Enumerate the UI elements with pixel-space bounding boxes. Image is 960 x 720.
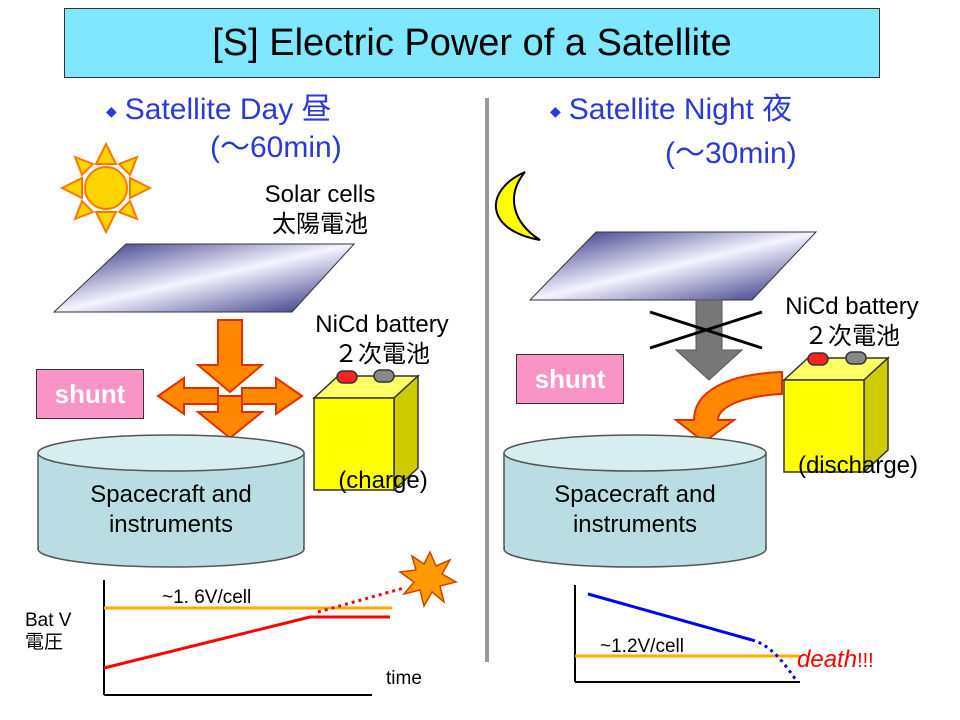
load-cylinder-day xyxy=(37,434,305,568)
y-label-en: Bat V xyxy=(25,610,72,631)
day-heading-duration: (〜60min) xyxy=(210,131,342,164)
day-y-axis-label: Bat V 電圧 xyxy=(25,610,71,654)
night-battery-label-jp: ２次電池 xyxy=(804,323,900,350)
blocked-solar-arrow xyxy=(674,299,744,381)
night-load-line2: instruments xyxy=(572,511,698,538)
night-heading: ◆ Satellite Night 夜 xyxy=(550,92,792,129)
time-axis-label: time xyxy=(386,668,422,689)
night-shunt-box: shunt xyxy=(516,354,624,404)
day-load-line2: instruments xyxy=(108,511,234,538)
night-voltage-label: ~1.2V/cell xyxy=(600,636,684,657)
solar-panel-day xyxy=(52,243,356,313)
night-battery-label: NiCd battery ２次電池 xyxy=(752,292,952,352)
page-title: [S] Electric Power of a Satellite xyxy=(212,21,732,64)
discharge-arrow xyxy=(673,370,783,444)
day-voltage-label: ~1. 6V/cell xyxy=(162,587,252,608)
day-charge-curve xyxy=(103,615,390,670)
night-heading-line1: Satellite Night 夜 xyxy=(568,93,793,126)
moon-icon xyxy=(495,171,541,241)
night-load-label: Spacecraft and instruments xyxy=(504,480,766,540)
night-discharge-curve xyxy=(587,592,753,642)
day-battery-label-en: NiCd battery xyxy=(315,311,449,338)
power-flow-arrows-day xyxy=(156,319,304,440)
night-shunt-label: shunt xyxy=(534,363,606,394)
day-heading-line1: Satellite Day 昼 xyxy=(124,93,332,126)
sun-icon xyxy=(59,141,153,235)
day-battery-label-jp: ２次電池 xyxy=(334,341,430,368)
diamond-bullet-icon: ◆ xyxy=(106,103,117,120)
night-death-curve xyxy=(751,638,798,681)
charge-label: (charge) xyxy=(338,467,428,494)
death-label: death!!! xyxy=(797,646,874,674)
day-shunt-label: shunt xyxy=(54,378,126,409)
solar-label-jp: 太陽電池 xyxy=(272,211,368,238)
solar-panel-night xyxy=(528,231,818,301)
y-label-jp: 電圧 xyxy=(25,632,64,653)
day-load-label: Spacecraft and instruments xyxy=(38,480,304,540)
title-banner: [S] Electric Power of a Satellite xyxy=(64,8,880,78)
day-shunt-box: shunt xyxy=(36,369,144,419)
death-text: death xyxy=(797,646,858,673)
battery-day xyxy=(312,369,420,492)
day-heading: ◆ Satellite Day 昼 xyxy=(106,92,332,129)
solar-cells-label: Solar cells 太陽電池 xyxy=(230,180,410,240)
night-battery-label-en: NiCd battery xyxy=(785,293,919,320)
diamond-bullet-icon: ◆ xyxy=(550,103,561,120)
night-load-line1: Spacecraft and xyxy=(554,481,716,508)
death-exclaim: !!! xyxy=(857,650,874,672)
battery-night xyxy=(782,351,890,474)
load-cylinder-night xyxy=(503,434,767,568)
night-voltage-graph xyxy=(574,585,800,683)
day-load-line1: Spacecraft and xyxy=(90,481,252,508)
cross-line-2 xyxy=(649,310,763,350)
solar-label-en: Solar cells xyxy=(264,181,376,208)
day-voltage-graph xyxy=(103,550,458,696)
explosion-icon xyxy=(398,550,458,608)
discharge-label: (discharge) xyxy=(797,452,919,479)
day-battery-label: NiCd battery ２次電池 xyxy=(282,310,482,370)
day-overcharge-curve xyxy=(317,586,405,614)
night-heading-duration: (〜30min) xyxy=(665,137,797,170)
